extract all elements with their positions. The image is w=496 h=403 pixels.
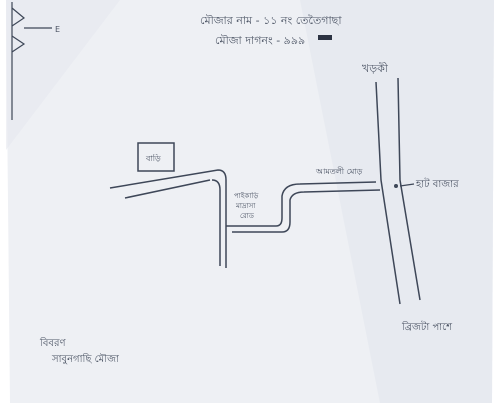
east-label: হাট বাজার [415, 177, 459, 190]
main-road [375, 77, 421, 305]
margin-marks [11, 2, 52, 120]
inner-label-3: রোড [240, 212, 255, 220]
paper-fold-shadow [300, 0, 494, 403]
inner-label-2: মাদ্রাসা [235, 202, 256, 210]
inner-label-1: পাইকাড়ি [234, 192, 259, 200]
ink-blot [318, 35, 332, 40]
junction-dot [394, 184, 398, 188]
footer-line-2: সাবুনগাছি মৌজা [51, 353, 120, 365]
north-label: খড়কী [362, 62, 389, 75]
arrow-label: E [55, 25, 60, 34]
house-box [137, 142, 175, 172]
south-label: ব্রিজটা পাশে [401, 320, 453, 333]
header-line-2: মৌজা দাগনং - ৯৯৯ [215, 34, 305, 47]
header-line-1: মৌজার নাম - ১১ নং তেতৈগাছা [200, 14, 342, 27]
footer-line-1: বিবরণ [39, 337, 66, 349]
paper-corner-shadow [6, 0, 120, 150]
east-connector [399, 183, 415, 187]
branch-road [109, 169, 381, 268]
house-label: বাড়ি [145, 154, 161, 163]
junction-label: আমতলী মোড় [315, 166, 363, 176]
